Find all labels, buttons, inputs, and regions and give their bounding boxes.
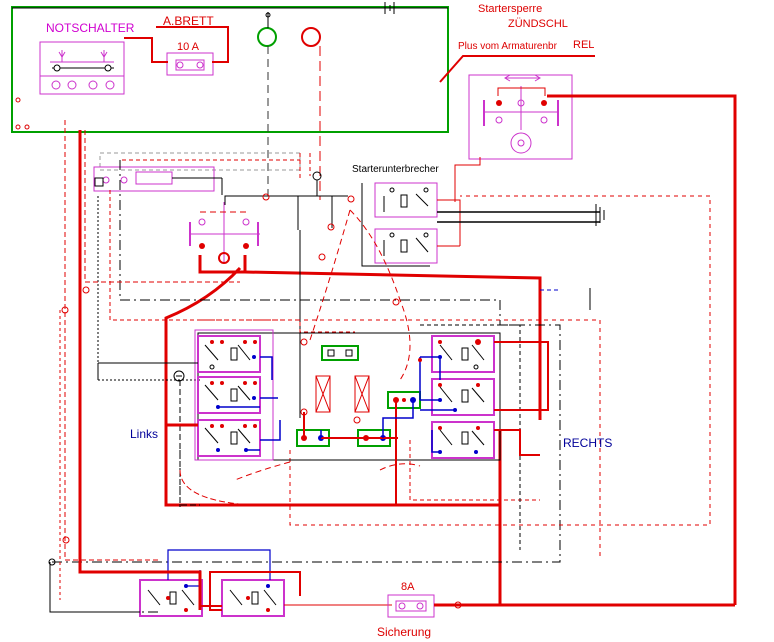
left-relay-1 xyxy=(197,335,261,373)
right-relay-1 xyxy=(431,335,495,373)
starterunterbrecher-relay-1 xyxy=(374,182,438,218)
fuse-10a xyxy=(166,52,214,76)
signal-wire-left xyxy=(218,356,281,451)
label-fuse-8a: 8A xyxy=(401,581,415,593)
label-rel: REL xyxy=(573,39,594,51)
diode-block-1 xyxy=(315,375,331,413)
bottom-relay-2 xyxy=(221,579,285,617)
main-crossing-wire xyxy=(244,270,542,420)
ground-symbol xyxy=(595,204,605,226)
signal-wire-right xyxy=(419,356,455,453)
panel-terminal xyxy=(15,124,21,130)
battery-symbol xyxy=(384,2,395,14)
label-zuendschl: ZÜNDSCHL xyxy=(508,18,568,30)
label-links: Links xyxy=(130,427,158,441)
panel-terminal xyxy=(24,124,30,130)
right-relay-3 xyxy=(431,421,495,459)
plus-armaturenbr-wire xyxy=(439,55,595,83)
main-power-wire xyxy=(547,94,737,605)
left-main-wire xyxy=(78,130,202,610)
ground-wire-right xyxy=(437,211,600,223)
label-rechts: RECHTS xyxy=(563,436,612,450)
center-connector-top xyxy=(321,345,359,361)
left-relay-2 xyxy=(197,376,261,414)
label-notschalter: NOTSCHALTER xyxy=(46,21,135,35)
red-lamp xyxy=(301,27,321,47)
label-startersperre: Startersperre xyxy=(478,3,542,15)
central-switch xyxy=(189,202,260,264)
abrett-wire xyxy=(124,26,229,63)
control-panel-frame xyxy=(11,6,449,133)
notschalter-switch xyxy=(39,41,125,95)
fuse-8a xyxy=(387,594,435,618)
panel-terminal xyxy=(15,97,21,103)
label-abrett: A.BRETT xyxy=(163,14,214,28)
diode-block-2 xyxy=(354,375,370,413)
zuendschloss xyxy=(468,74,573,160)
label-plus-armaturenbr: Plus vom Armaturenbr xyxy=(458,41,558,52)
green-lamp xyxy=(257,27,277,47)
label-fuse-10a: 10 A xyxy=(177,41,200,53)
label-starterunterbrecher: Starterunterbrecher xyxy=(352,164,439,175)
starterunterbrecher-relay-2 xyxy=(374,228,438,264)
label-sicherung: Sicherung xyxy=(377,625,431,639)
